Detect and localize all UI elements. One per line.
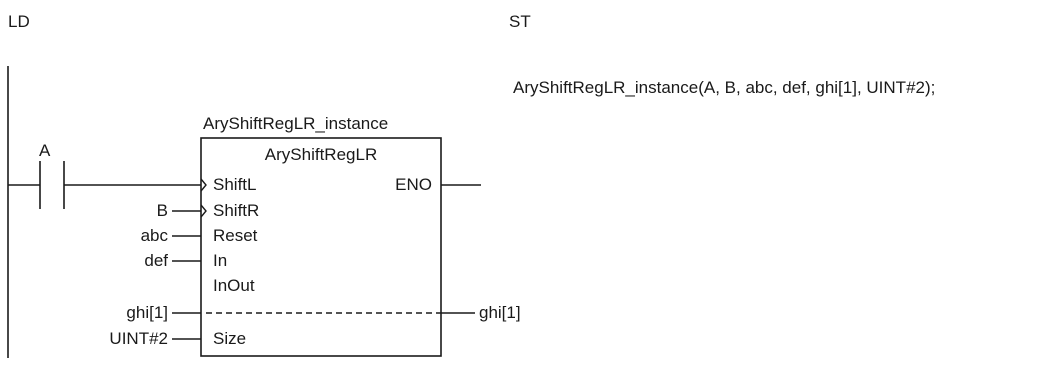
- var-b: B: [156, 201, 168, 220]
- st-code-line: AryShiftRegLR_instance(A, B, abc, def, g…: [513, 78, 936, 97]
- var-ghi-in: ghi[1]: [126, 303, 168, 322]
- pin-shiftl: ShiftL: [213, 175, 257, 194]
- ld-heading: LD: [8, 12, 30, 31]
- contact-variable-label: A: [39, 141, 51, 160]
- shiftr-edge-marker: [200, 204, 207, 218]
- pin-in: In: [213, 251, 228, 270]
- fb-type-name: AryShiftRegLR: [264, 145, 378, 164]
- var-uint2: UINT#2: [109, 329, 168, 348]
- pin-inout: InOut: [213, 276, 255, 295]
- pin-shiftr: ShiftR: [213, 201, 260, 220]
- pin-reset: Reset: [213, 226, 258, 245]
- st-heading: ST: [509, 12, 531, 31]
- function-block-box: [200, 137, 442, 357]
- var-def: def: [144, 251, 168, 270]
- fb-instance-name: AryShiftRegLR_instance: [203, 114, 389, 133]
- pin-eno: ENO: [395, 175, 432, 194]
- var-abc: abc: [140, 226, 168, 245]
- shiftl-edge-marker: [200, 178, 207, 192]
- pin-size: Size: [213, 329, 247, 348]
- var-ghi-out: ghi[1]: [479, 303, 521, 322]
